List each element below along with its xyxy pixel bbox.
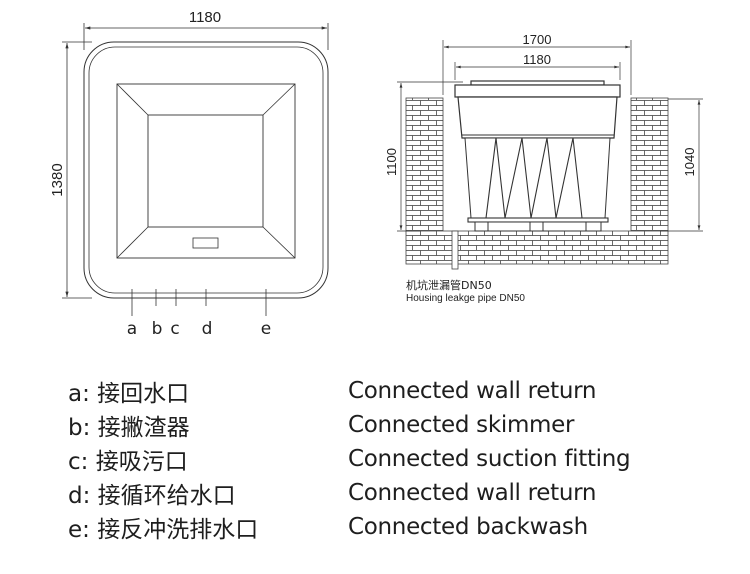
drain-pipe: [451, 230, 459, 270]
width-dimension: 1180: [83, 9, 329, 50]
legend-en: Connected wall return: [348, 480, 597, 506]
marker-e: e: [261, 319, 271, 339]
right-brick-wall: [630, 97, 669, 232]
left-brick-wall: [405, 97, 444, 232]
marker-c: c: [170, 319, 179, 339]
pit-width-label: 1700: [523, 32, 552, 47]
tub-lower-body: [464, 137, 611, 219]
tub-width-dimension: 1180: [454, 52, 621, 80]
legend-cn: c: 接吸污口: [68, 449, 188, 475]
legend-en: Connected suction fitting: [348, 446, 631, 472]
height-dimension: 1380: [49, 41, 92, 299]
pit-depth-label: 1100: [384, 148, 399, 176]
legend-cn: a: 接回水口: [68, 381, 190, 407]
pit-width-dimension: 1700: [442, 32, 632, 95]
top-view: 1180 1380 a b c: [49, 9, 329, 339]
tub-upper-body: [457, 96, 618, 139]
legend-cn: b: 接撇渣器: [68, 415, 190, 441]
legend-cn: e: 接反冲洗排水口: [68, 517, 259, 543]
legend-en: Connected skimmer: [348, 412, 575, 438]
marker-d: d: [202, 319, 213, 339]
marker-a: a: [127, 319, 137, 339]
skimmer-opening: [192, 237, 219, 249]
drain-note-en: Housing leakge pipe DN50: [406, 293, 525, 304]
height-label: 1380: [49, 163, 66, 196]
brick-base: [405, 230, 669, 265]
side-view: 1700 1180: [384, 32, 703, 304]
connection-markers: a b c d e: [127, 289, 271, 339]
legend-cn: d: 接循环给水口: [68, 483, 236, 509]
marker-b: b: [152, 319, 163, 339]
wall-height-dimension: 1040: [660, 98, 703, 232]
legend-en: Connected wall return: [348, 378, 597, 404]
width-label: 1180: [189, 9, 221, 26]
wall-height-label: 1040: [682, 148, 697, 177]
pit-depth-dimension: 1100: [384, 81, 463, 232]
drain-note-cn: 机坑泄漏管DN50: [406, 278, 492, 292]
tub-rim: [454, 84, 621, 98]
legend-en: Connected backwash: [348, 514, 588, 540]
tub-width-label: 1180: [523, 52, 551, 67]
